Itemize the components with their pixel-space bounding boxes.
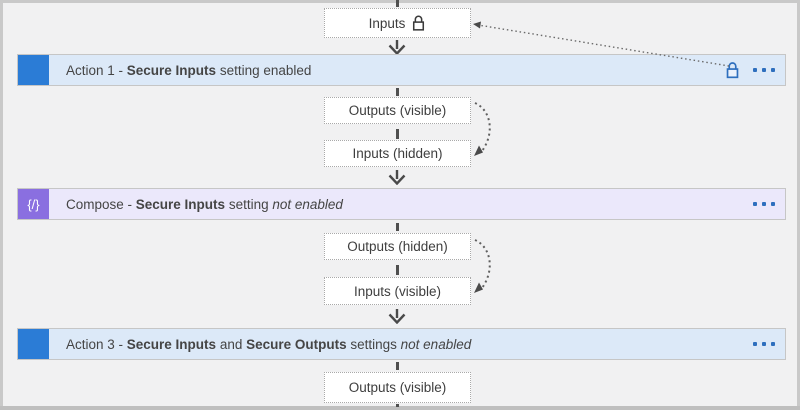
inputs-node-label: Inputs <box>368 15 406 31</box>
frame-left <box>0 0 3 410</box>
connector-dash <box>396 265 399 275</box>
outputs-to-inputs-curve-1 <box>474 102 491 152</box>
compose-icon-glyph: {/} <box>27 196 40 212</box>
compose-card[interactable]: {/} Compose - Secure Inputs setting not … <box>17 188 786 220</box>
action3-title-prefix: Action 3 - <box>66 336 127 352</box>
action1-title-bold: Secure Inputs <box>126 62 217 78</box>
arrowhead <box>474 145 483 156</box>
more-options-icon[interactable] <box>751 66 777 74</box>
outputs-to-inputs-curve-2 <box>474 239 491 289</box>
outputs-hidden-node: Outputs (hidden) <box>324 233 471 260</box>
compose-title: Compose - Secure Inputs setting not enab… <box>66 197 343 212</box>
inputs-hidden-node: Inputs (hidden) <box>324 140 471 167</box>
compose-title-italic: not enabled <box>272 196 343 212</box>
action3-title-mid2: settings <box>346 336 401 352</box>
action3-title: Action 3 - Secure Inputs and Secure Outp… <box>66 337 471 352</box>
inputs-visible-node: Inputs (visible) <box>324 277 471 305</box>
frame-right <box>797 0 800 410</box>
outputs-visible-label-2: Outputs (visible) <box>348 380 447 395</box>
action3-title-mid1: and <box>216 336 247 352</box>
connector-dash <box>396 404 399 407</box>
connector-dash <box>396 223 399 231</box>
action1-icon <box>18 55 49 85</box>
connector-dash <box>396 88 399 96</box>
action1-title-prefix: Action 1 - <box>66 62 127 78</box>
compose-title-bold: Secure Inputs <box>135 196 226 212</box>
arrowhead <box>474 282 483 293</box>
action3-title-bold2: Secure Outputs <box>246 336 347 352</box>
compose-title-prefix: Compose - <box>66 196 136 212</box>
arrow-down-icon <box>388 309 406 324</box>
outputs-visible-node-1: Outputs (visible) <box>324 97 471 124</box>
arrow-down-icon <box>388 170 406 185</box>
frame-top <box>0 0 800 3</box>
lock-icon <box>413 15 425 31</box>
more-options-icon[interactable] <box>751 340 777 348</box>
inputs-hidden-label: Inputs (hidden) <box>352 146 443 161</box>
arrowhead <box>473 21 481 29</box>
frame-bottom <box>0 406 800 410</box>
connector-dash <box>396 0 399 7</box>
action3-card[interactable]: Action 3 - Secure Inputs and Secure Outp… <box>17 328 786 360</box>
action1-title-suffix: setting enabled <box>216 62 312 78</box>
outputs-hidden-label: Outputs (hidden) <box>347 239 448 254</box>
outputs-visible-node-2: Outputs (visible) <box>324 372 471 403</box>
action1-title: Action 1 - Secure Inputs setting enabled <box>66 63 311 78</box>
inputs-visible-label: Inputs (visible) <box>353 283 442 299</box>
outputs-visible-label-1: Outputs (visible) <box>348 103 447 118</box>
arrow-down-icon <box>388 40 406 55</box>
inputs-node-top: Inputs <box>324 8 471 38</box>
compose-title-mid: setting <box>225 196 273 212</box>
connector-dash <box>396 362 399 370</box>
action3-title-bold1: Secure Inputs <box>126 336 217 352</box>
secure-lock-icon <box>725 61 740 80</box>
action1-card[interactable]: Action 1 - Secure Inputs setting enabled <box>17 54 786 86</box>
action3-icon <box>18 329 49 359</box>
action3-title-italic: not enabled <box>400 336 472 352</box>
connector-dash <box>396 129 399 139</box>
more-options-icon[interactable] <box>751 200 777 208</box>
compose-icon: {/} <box>18 189 49 219</box>
